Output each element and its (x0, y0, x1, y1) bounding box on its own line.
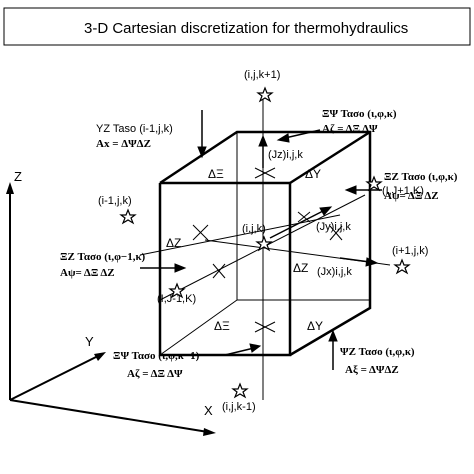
node-star-top (256, 86, 274, 103)
face-top-area: Aζ = ΔΞ ΔΨ (322, 123, 378, 135)
z-axis-arrowhead (6, 182, 14, 194)
node-markers (119, 86, 411, 399)
node-label-top: (i,j,k+1) (244, 69, 280, 81)
node-star-right (393, 258, 411, 275)
node-star-bottom (231, 382, 249, 399)
x-axis-label: X (204, 403, 213, 418)
face-yzright-name: ΨZ Τασο (ι,φ,κ) (340, 346, 415, 358)
node-star-left (119, 208, 137, 225)
face-left-name: ΞZ Τασο (ι,φ−1,κ) (60, 251, 146, 263)
dim-bot-dxi: ΔΞ (214, 319, 230, 333)
flux-label-jy: (Jy)i,j,k (316, 221, 351, 233)
flux-arrows (258, 134, 379, 267)
node-label-back: (I,J+1,K) (382, 185, 424, 197)
y-axis-arrowhead (94, 352, 106, 361)
z-axis-label: Z (14, 169, 22, 184)
dim-mid-dz-right: ΔZ (293, 261, 308, 275)
flux-label-jx: (Jx)i,j,k (317, 266, 352, 278)
face-yzright-area: Aξ = ΔΨΔZ (345, 364, 399, 376)
face-pointer-arrows (140, 110, 382, 370)
dim-top-dy: ΔY (305, 167, 321, 181)
node-label-front: (I,J-1,K) (157, 293, 196, 305)
face-yz-left-area: Ax = ΔΨΔZ (96, 138, 151, 150)
title-box (3, 7, 471, 46)
face-yz-left-name: YZ Taso (i-1,j,k) (96, 123, 173, 135)
x-axis-arrowhead (203, 428, 216, 436)
jx-arrowhead (365, 257, 379, 267)
face-top-name: ΞΨ Τασο (ι,φ,κ) (322, 108, 397, 120)
flux-label-jz: (Jz)i,j,k (268, 149, 303, 161)
face-left-area: Aψ= ΔΞ ΔZ (60, 267, 115, 279)
dim-mid-dz-left: ΔZ (166, 236, 181, 250)
node-star-center (255, 235, 273, 252)
face-right-name: ΞZ Τασο (ι,φ,κ) (384, 171, 458, 183)
control-volume-cube (139, 95, 391, 400)
jy-arrowhead (319, 206, 333, 216)
node-label-center: (i,j,k) (242, 223, 266, 235)
node-label-bottom: (i,j,k-1) (222, 401, 256, 413)
diagram-title: 3-D Cartesian discretization for thermoh… (84, 20, 408, 37)
node-label-left: (i-1,j,k) (98, 195, 132, 207)
dim-top-dxi: ΔΞ (208, 167, 224, 181)
jz-arrowhead (258, 134, 268, 147)
face-bottom-name: ΞΨ Τασο (ι,φ,κ−1) (113, 350, 200, 362)
face-bottom-area: Aζ = ΔΞ ΔΨ (127, 368, 183, 380)
dim-bot-dy: ΔY (307, 319, 323, 333)
node-star-back (365, 175, 383, 192)
y-axis-label: Y (85, 334, 94, 349)
global-axes (6, 182, 216, 436)
node-label-right: (i+1,j,k) (392, 245, 428, 257)
node-star-front (168, 282, 186, 299)
face-right-area: Aψ= ΔΞ ΔZ (384, 190, 439, 202)
